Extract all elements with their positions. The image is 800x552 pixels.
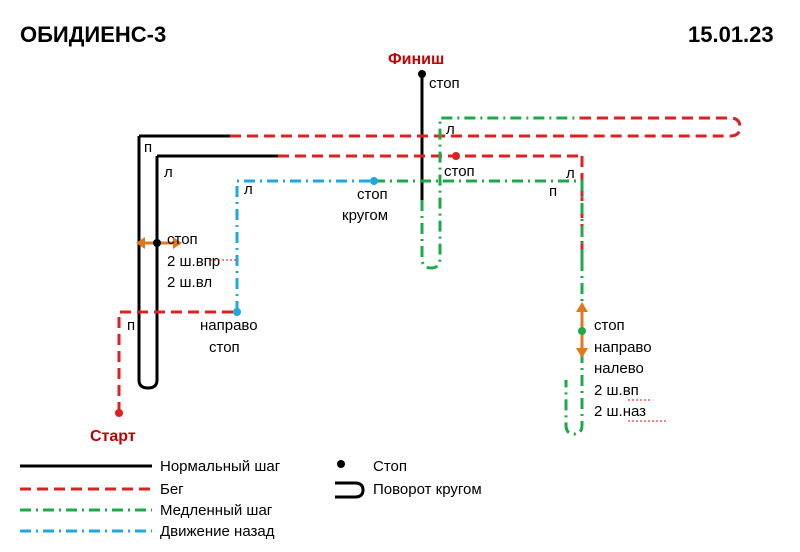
slow-stop-label: стоп: [594, 317, 625, 334]
turn-label-p-2: п: [127, 317, 135, 334]
legend-back-label: Движение назад: [160, 523, 275, 540]
stop-dot-run: [452, 152, 460, 160]
run-stop-label: стоп: [444, 163, 475, 180]
vertical-arrow-up-head: [576, 302, 588, 312]
about-turn-label: кругом: [342, 207, 388, 224]
slow-right-label: направо: [594, 339, 652, 356]
turn-label-l-3: л: [446, 121, 455, 138]
stop-dot-slow: [578, 327, 586, 335]
finish-label: Финиш: [388, 51, 444, 68]
course-date: 15.01.23: [688, 22, 774, 47]
run-start-segment: [117, 310, 236, 413]
stop-dot-lateral: [153, 239, 161, 247]
legend-slow-label: Медленный шаг: [160, 502, 273, 519]
backward-right-label: направо: [200, 317, 258, 334]
finish-stop-label: стоп: [429, 75, 460, 92]
lateral-two-right-label: 2 ш.впр: [167, 253, 220, 270]
run-turnaround-loop: [580, 116, 742, 138]
turn-label-l-1: л: [164, 164, 173, 181]
lateral-stop-label: стоп: [167, 231, 198, 248]
slow-left-label: налево: [594, 360, 644, 377]
slow-two-back-label: 2 ш.наз: [594, 403, 646, 420]
turn-label-l-4: л: [566, 165, 575, 182]
turn-label-l-2: л: [244, 181, 253, 198]
legend-turn-icon: [335, 481, 365, 499]
legend-stop-dot: [337, 460, 345, 468]
finish-dot: [418, 70, 426, 78]
backward-stop-label: стоп: [209, 339, 240, 356]
about-turn-stop-label: стоп: [357, 186, 388, 203]
normal-walk-hairpin: [137, 136, 159, 390]
vertical-arrow-down-head: [576, 348, 588, 358]
turn-label-p-1: п: [144, 139, 152, 156]
backward-segment: [235, 179, 374, 312]
slow-walk-middle-loop: [420, 116, 580, 270]
lateral-two-left-label: 2 ш.вл: [167, 274, 212, 291]
turn-label-p-3: п: [549, 183, 557, 200]
slow-walk-right-top: [374, 179, 584, 260]
stop-dot-about-turn: [370, 177, 378, 185]
legend-run-label: Бег: [160, 481, 184, 498]
slow-two-fwd-label: 2 ш.вп: [594, 382, 639, 399]
normal-walk-path: [137, 74, 424, 390]
slow-walk-path: [374, 116, 584, 436]
start-dot: [115, 409, 123, 417]
legend-normal-label: Нормальный шаг: [160, 458, 281, 475]
legend: Нормальный шаг Бег Медленный шаг Движени…: [20, 458, 482, 540]
course-title: ОБИДИЕНС-3: [20, 22, 166, 47]
lateral-arrow-left-head: [136, 237, 145, 249]
lateral-arrow-right-head: [173, 237, 182, 249]
start-label: Старт: [90, 428, 136, 445]
stop-dot-backward: [233, 308, 241, 316]
backward-path: [235, 179, 374, 312]
legend-stop-label: Стоп: [373, 458, 407, 475]
legend-turn-label: Поворот кругом: [373, 481, 482, 498]
slow-walk-right-hairpin: [564, 260, 584, 436]
